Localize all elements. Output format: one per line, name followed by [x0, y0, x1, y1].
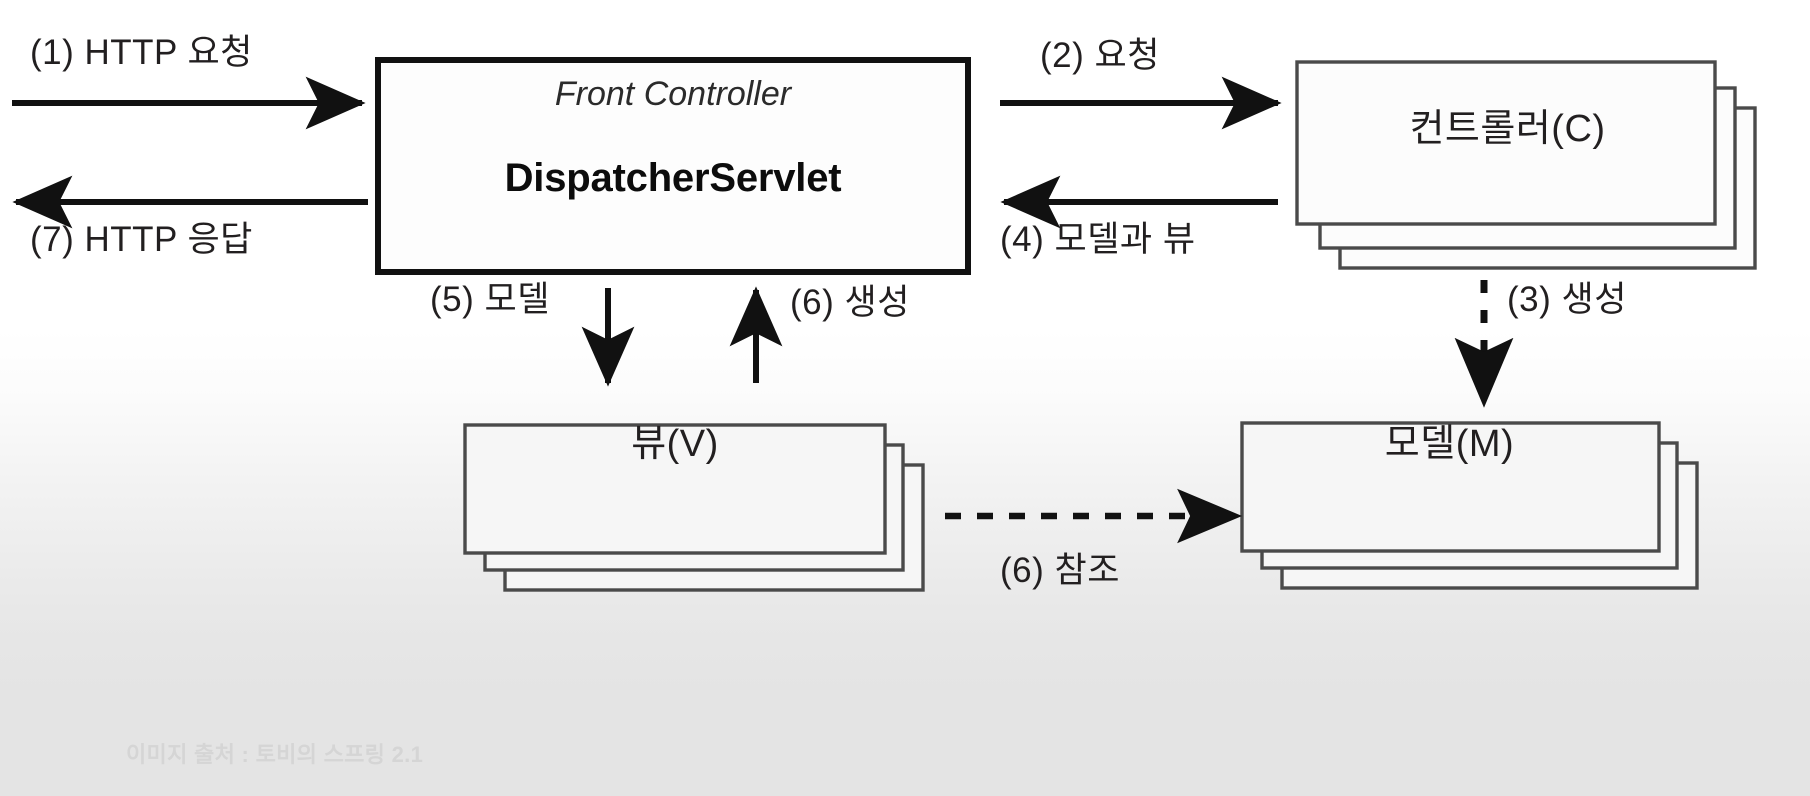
flow-label-step5: (5) 모델 — [430, 280, 550, 319]
flow-label-step4: (4) 모델과 뷰 — [1000, 220, 1196, 259]
front-controller-box — [375, 57, 971, 275]
front-controller-title: DispatcherServlet — [504, 156, 842, 200]
flow-label-step1: (1) HTTP 요청 — [30, 33, 253, 72]
flow-label-step6-create: (6) 생성 — [790, 283, 910, 322]
controller-box-stack — [1295, 60, 1757, 270]
model-box-label: 모델(M) — [1384, 423, 1515, 465]
flow-label-step6-ref: (6) 참조 — [1000, 551, 1120, 590]
view-box-stack — [463, 423, 925, 592]
flow-label-step7: (7) HTTP 응답 — [30, 220, 253, 259]
image-source-credit: 이미지 출처 : 토비의 스프링 2.1 — [126, 742, 424, 767]
flow-label-step2: (2) 요청 — [1040, 36, 1160, 75]
flow-label-step3: (3) 생성 — [1507, 280, 1627, 319]
model-box-stack — [1240, 421, 1699, 590]
view-box-label: 뷰(V) — [631, 423, 719, 465]
front-controller-subtitle: Front Controller — [554, 75, 792, 113]
controller-box-label: 컨트롤러(C) — [1409, 108, 1606, 150]
